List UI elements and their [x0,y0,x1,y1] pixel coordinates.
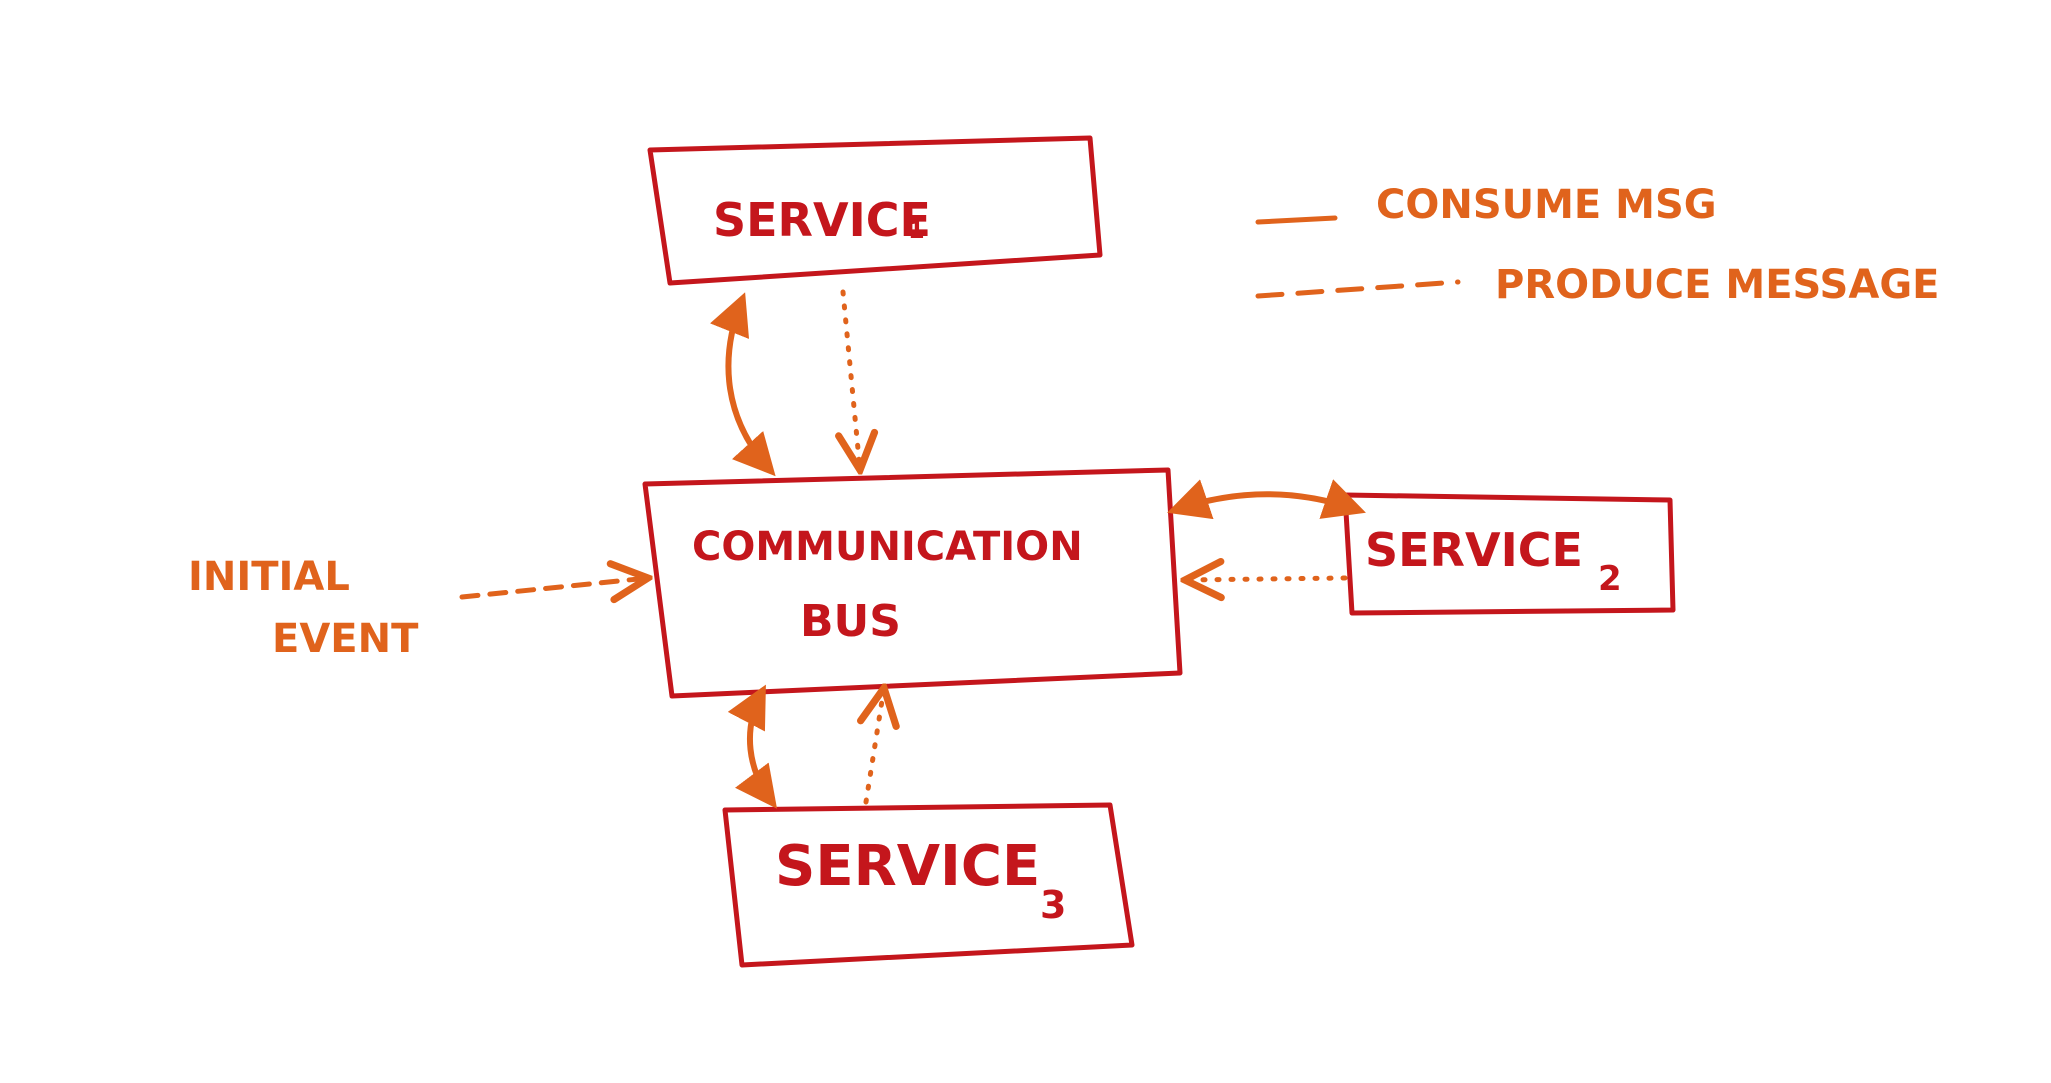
bus-node: COMMUNICATION BUS [642,467,1183,699]
service2-box [1342,492,1676,616]
edge-service1-bus-consume [710,292,776,477]
initial-event-line2: EVENT [272,616,419,662]
bus-box [642,467,1183,699]
legend-consume-swatch [1255,215,1338,225]
service1-node: SERVICE 1 [647,135,1103,286]
service1-label: SERVICE [713,193,931,247]
legend-produce-swatch [1255,279,1461,299]
service3-box [722,802,1135,968]
edge-service2-bus-produce [1185,578,1348,580]
service3-subscript: 3 [1040,883,1066,927]
edge-service3-bus-produce [866,688,884,805]
edge-initial-event-bus [459,578,648,597]
edge-service3-bus-consume [727,684,778,809]
legend-consume-label: CONSUME MSG [1376,182,1717,228]
service1-subscript: 1 [908,216,925,244]
edge-service1-bus-produce [843,289,860,470]
legend: CONSUME MSG PRODUCE MESSAGE [1255,182,1939,308]
service2-subscript: 2 [1598,559,1622,599]
service3-label: SERVICE [775,834,1040,899]
bus-label-line2: BUS [800,596,901,647]
service2-node: SERVICE 2 [1342,492,1676,616]
legend-produce-label: PRODUCE MESSAGE [1495,262,1939,308]
bus-label-line1: COMMUNICATION [692,524,1083,570]
service1-box [647,135,1103,286]
initial-event-line1: INITIAL [188,554,350,600]
service3-node: SERVICE 3 [722,802,1135,968]
service2-label: SERVICE [1365,523,1583,577]
edge-service2-bus-consume [1167,479,1366,520]
